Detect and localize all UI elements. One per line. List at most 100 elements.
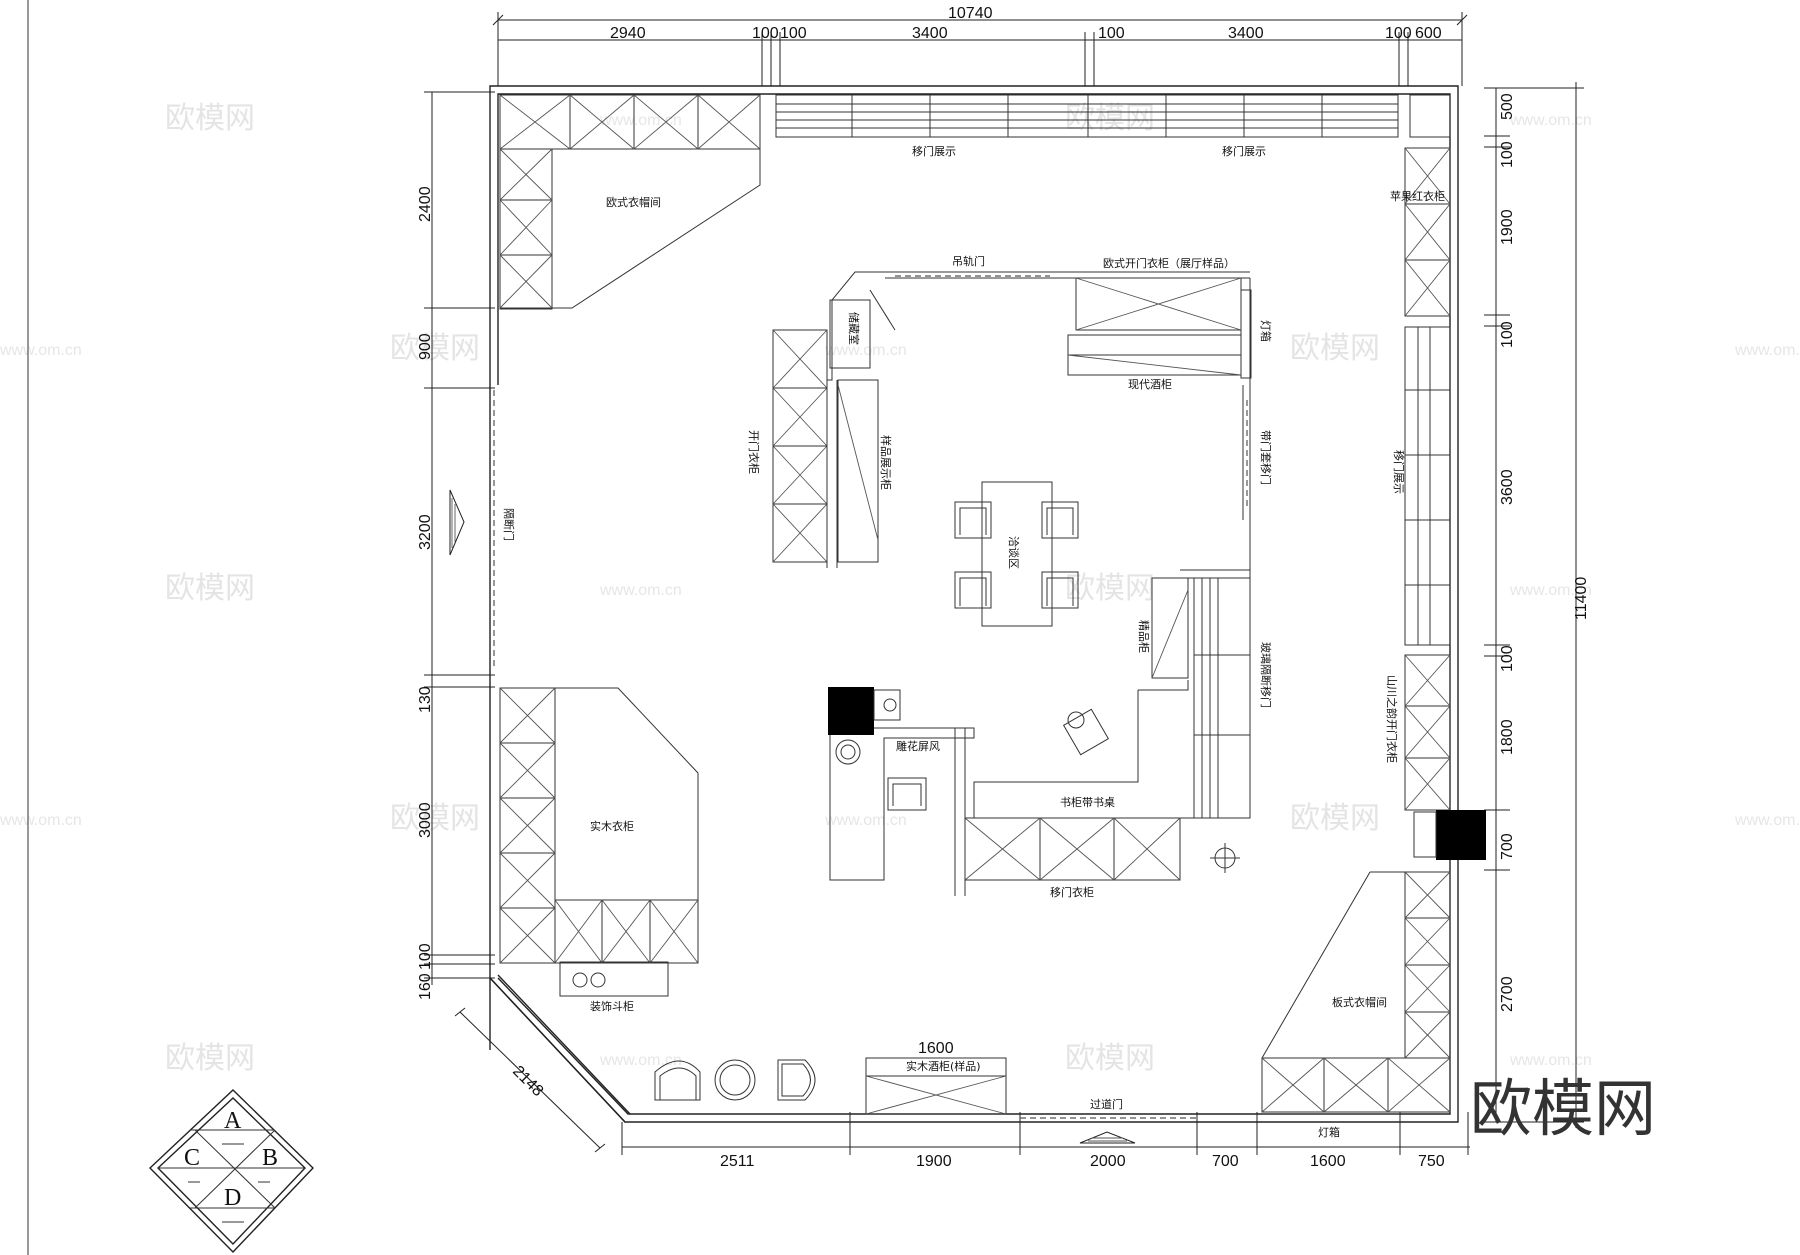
watermark-url: www.om.cn [824, 812, 907, 829]
watermark-url: www.om.cn [824, 342, 907, 359]
label-apple-red-wardrobe: 苹果红衣柜 [1390, 189, 1445, 203]
top-dimensions: 10740 2940 100 100 3400 100 3400 100 600 [492, 5, 1468, 86]
apple-red-wardrobe-text: 苹果红衣柜 [1390, 189, 1445, 203]
watermark-text: 欧模网 [1065, 571, 1155, 606]
label-passage-door: 过道门 [1090, 1097, 1123, 1111]
entry-arrow-left [449, 489, 465, 556]
dim-bottom-5: 750 [1418, 1153, 1445, 1170]
compass-a: A [224, 1108, 242, 1134]
column-center [828, 687, 874, 735]
label-panel-cloakroom: 板式衣帽间 [1332, 995, 1387, 1009]
dim-left-2: 3200 [417, 514, 434, 550]
euro-cloakroom: 欧式衣帽间 [499, 94, 761, 310]
dim-top-total: 10740 [948, 5, 993, 22]
watermark-url: www.om.cn [1734, 342, 1800, 359]
label-hinged-wardrobe: 开门衣柜 [747, 430, 761, 474]
dim-top-2: 100 [780, 25, 807, 42]
label-euro-cloakroom: 欧式衣帽间 [606, 195, 661, 209]
dim-left-0: 2400 [417, 186, 434, 222]
dim-top-0: 2940 [610, 25, 646, 42]
label-euro-hinged-wardrobe: 欧式开门衣柜（展厅样品） [1103, 256, 1235, 270]
target-marker [1210, 843, 1240, 873]
column-right [1436, 810, 1486, 860]
watermark-url: www.om.cn [1509, 582, 1592, 599]
watermark-text: 欧模网 [165, 1041, 255, 1076]
label-meeting-area: 洽谈区 [1007, 536, 1020, 569]
dim-top-7: 600 [1415, 25, 1442, 42]
brand-logo: 欧模网 [1470, 1072, 1656, 1145]
label-sliding-display-2: 移门展示 [1222, 144, 1266, 158]
solid-wardrobe: 实木衣柜 装饰斗柜 [499, 687, 699, 1013]
watermark-text: 欧模网 [1065, 101, 1155, 136]
label-bar-cabinet: 实木酒柜(样品) [906, 1059, 981, 1073]
dim-right-3: 100 [1499, 321, 1516, 348]
dim-right-total: 11400 [1573, 577, 1590, 620]
dim-bottom-3: 700 [1212, 1153, 1239, 1170]
dim-left-4: 3000 [417, 802, 434, 838]
watermarks: 欧模网 www.om.cn 欧模网 www.om.cn www.om.cn 欧模… [0, 101, 1800, 1076]
right-wall-units: 苹果红衣柜 移门展示 山川之韵开门衣柜 [1261, 147, 1486, 1139]
label-deco-cabinet: 装饰斗柜 [590, 999, 634, 1013]
label-modern-wine-cabinet: 现代酒柜 [1128, 378, 1172, 391]
watermark-url: www.om.cn [599, 112, 682, 129]
watermark-url: www.om.cn [1734, 812, 1800, 829]
dim-top-4: 100 [1098, 25, 1125, 42]
watermark-text: 欧模网 [390, 801, 480, 836]
watermark-url: www.om.cn [0, 812, 82, 829]
compass-d: D [224, 1185, 241, 1211]
label-hanging-door: 吊轨门 [952, 254, 985, 268]
watermark-text: 欧模网 [165, 101, 255, 136]
dim-top-3: 3400 [912, 25, 948, 42]
dim-right-6: 1800 [1499, 719, 1516, 755]
deco-cabinet [559, 961, 669, 997]
watermark-text: 欧模网 [1065, 1041, 1155, 1076]
dim-top-5: 3400 [1228, 25, 1264, 42]
watermark-url: www.om.cn [1509, 1052, 1592, 1069]
watermark-text: 欧模网 [1290, 801, 1380, 836]
meeting-chairs [954, 501, 1079, 609]
label-sample-display: 样品展示柜 [879, 435, 893, 490]
top-sliding-displays: 移门展示 移门展示 [775, 94, 1451, 158]
office-chair [1062, 708, 1110, 756]
dim-right-0: 500 [1499, 93, 1516, 120]
watermark-url: www.om.cn [0, 342, 82, 359]
dim-right-1: 100 [1499, 141, 1516, 168]
dim-right-2: 1900 [1499, 209, 1516, 245]
watermark-text: 欧模网 [165, 571, 255, 606]
left-entry: 隔断门 [449, 489, 516, 556]
watermark-text: 欧模网 [390, 331, 480, 366]
outer-walls [489, 85, 1459, 1123]
dim-bottom-2: 2000 [1090, 1153, 1126, 1170]
central-showroom: 开门衣柜 储藏室 样品展示柜 吊轨门 欧式开门衣柜（展厅样品） 现代酒柜 灯箱 [747, 254, 1273, 899]
label-sliding-wardrobe: 移门衣柜 [1050, 885, 1094, 899]
label-light-box-right: 灯箱 [1259, 320, 1273, 342]
bottom-dimensions: 2511 1900 2000 700 1600 750 2148 [454, 1007, 1470, 1170]
label-boutique-cabinet: 精品柜 [1137, 620, 1150, 653]
dim-diagonal: 2148 [509, 1063, 546, 1100]
label-solid-wardrobe: 实木衣柜 [590, 819, 634, 833]
compass-c: C [184, 1145, 200, 1171]
dim-top-6: 100 [1385, 25, 1412, 42]
label-sliding-display-right: 移门展示 [1392, 450, 1406, 494]
dim-left-3: 130 [417, 686, 434, 713]
label-partition-door: 隔断门 [502, 508, 516, 541]
left-dimensions: 2400 900 3200 130 3000 100 160 [417, 91, 495, 1000]
entry-arrow-bottom [1079, 1131, 1136, 1144]
dim-right-5: 100 [1499, 645, 1516, 672]
dim-bottom-0: 2511 [720, 1153, 755, 1170]
dim-left-1: 900 [417, 333, 434, 360]
lounge-chairs [654, 1059, 816, 1101]
watermark-text: 欧模网 [1290, 331, 1380, 366]
dim-bottom-1: 1900 [916, 1153, 952, 1170]
dim-bar-cabinet: 1600 [918, 1040, 954, 1057]
label-storage-room: 储藏室 [847, 312, 861, 345]
dim-left-6: 160 [417, 973, 434, 1000]
compass: A B C D [148, 1089, 314, 1254]
dim-right-4: 3600 [1499, 469, 1516, 505]
dim-left-5: 100 [417, 943, 434, 970]
bottom-units: 过道门 1600 实木酒柜(样品) [654, 1040, 1136, 1144]
compass-b: B [262, 1145, 278, 1171]
label-carved-screen: 雕花屏风 [896, 739, 940, 753]
label-door-cover-sliding: 带门套移门 [1259, 430, 1273, 485]
